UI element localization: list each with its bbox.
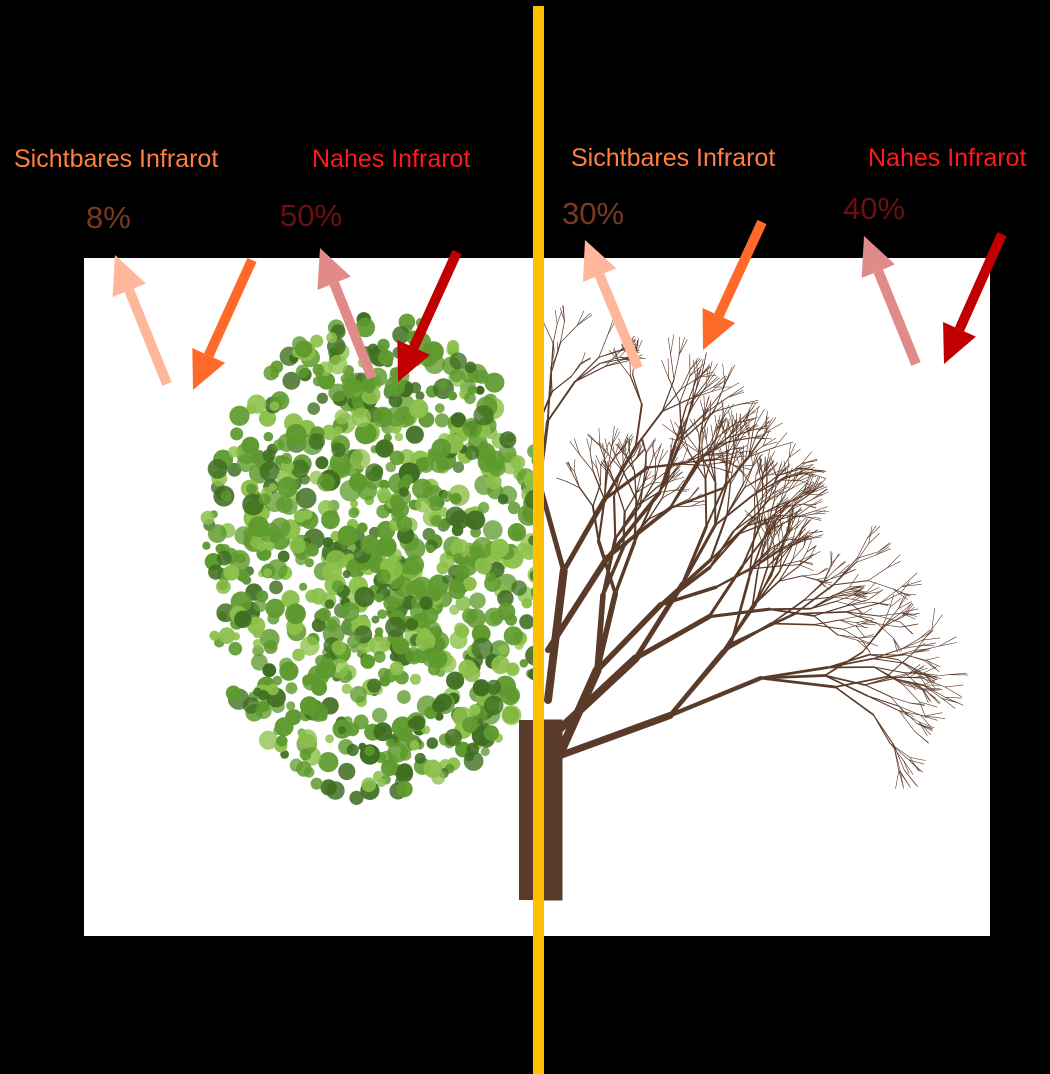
left-near-pct: 50% [280, 200, 342, 231]
left-visible-pct: 8% [86, 202, 131, 233]
right-near-label: Nahes Infrarot [868, 146, 1026, 171]
right-visible-pct: 30% [562, 198, 624, 229]
left-near-label: Nahes Infrarot [312, 147, 470, 172]
left-visible-label: Sichtbares Infrarot [14, 147, 218, 172]
right-near-pct: 40% [843, 193, 905, 224]
divider-line [533, 6, 544, 1074]
right-visible-label: Sichtbares Infrarot [571, 146, 775, 171]
